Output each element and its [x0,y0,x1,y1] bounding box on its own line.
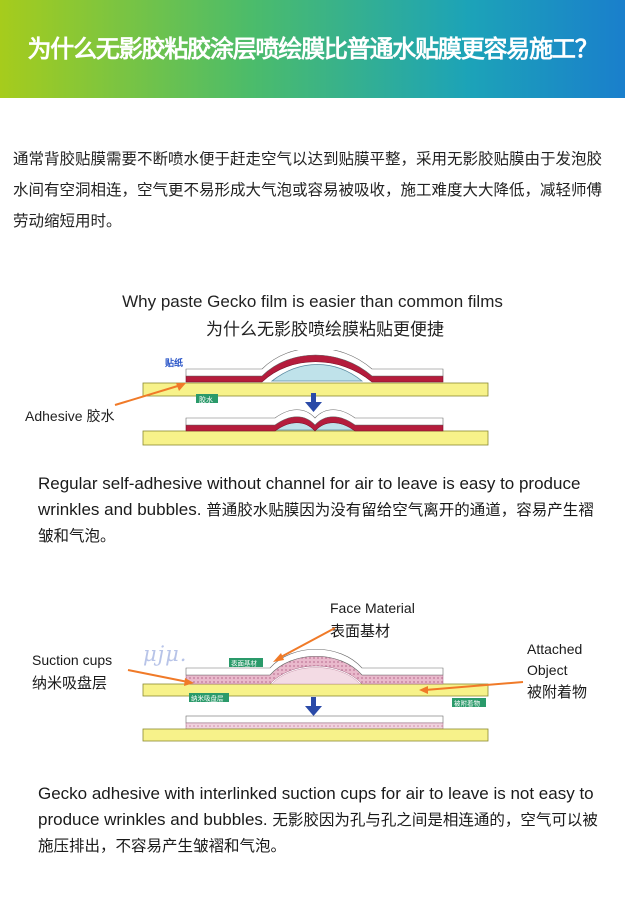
suction-cups-label-zh: 纳米吸盘层 [32,674,108,692]
figure1-caption: Regular self-adhesive without channel fo… [38,471,598,549]
bubble-top [271,667,361,685]
suction-pointer-arrow-icon [184,678,194,686]
face-material-label-en: Face Material [330,600,415,616]
adhesive-label: Adhesive 胶水 [25,408,115,424]
arrow-down-icon-1 [305,402,322,412]
tag-face-bg [229,658,263,667]
figure1-diagram: 贴纸 胶水 [114,350,489,446]
tag-suction: 纳米吸盘层 [191,694,224,703]
suction-cups-label-en: Suction cups [32,652,113,668]
sticker-face-bottom [185,409,444,426]
suction-layer-bottom [185,722,444,730]
figure1-title-en: Why paste Gecko film is easier than comm… [122,292,503,311]
attached-object-layer-bottom [142,728,489,742]
face-pointer-arrow-icon [273,653,284,662]
header-banner: 为什么无影胶粘胶涂层喷绘膜比普通水贴膜更容易施工？ [0,0,625,98]
face-layer-bottom [185,715,444,724]
face-layer-top [185,649,444,676]
attached-object-label-en-2: Object [527,662,568,678]
figure1-title-zh: 为什么无影胶喷绘膜粘贴更便捷 [206,320,444,340]
attached-object-label-zh: 被附着物 [527,683,588,701]
base-layer-bottom [142,430,489,446]
figure2-diagram: 表面基材 纳米吸盘层 被附着物 [127,627,524,742]
adhesive-pointer-arrow-icon [176,383,186,391]
figure2-caption-zh: 无影胶因为孔与孔之间是相连通的，空气可以被施压排出，不容易产生皱褶和气泡。 [38,811,598,855]
watermark-logo: μjμ. [143,642,188,666]
figure1-caption-en: Regular self-adhesive without channel fo… [38,474,581,519]
adhesive-pointer-line [114,384,182,406]
arrow-down-shaft-2 [311,697,316,706]
suction-pointer-line [127,669,189,683]
label-glue: 胶水 [199,395,213,404]
page-title: 为什么无影胶粘胶涂层喷绘膜比普通水贴膜更容易施工？ [27,35,599,63]
arrow-down-shaft-1 [311,393,316,402]
tag-suction-bg [189,693,229,702]
air-bubble-top [270,364,364,382]
figure2-caption: Gecko adhesive with interlinked suction … [38,781,608,859]
figure2-caption-en: Gecko adhesive with interlinked suction … [38,784,594,829]
attached-object-label-en-1: Attached [527,641,583,657]
intro-paragraph: 通常背胶贴膜需要不断喷水便于赶走空气以达到贴膜平整，采用无影胶贴膜由于发泡胶水间… [13,150,603,230]
tag-face: 表面基材 [231,659,258,668]
face-pointer-line [278,627,336,659]
tag-attached: 被附着物 [454,699,481,708]
tag-attached-bg [452,698,486,707]
attached-pointer-arrow-icon [419,686,428,694]
label-glue-bg [196,394,218,403]
face-material-label-zh: 表面基材 [330,622,391,640]
figure1-caption-zh: 普通胶水贴膜因为没有留给空气离开的通道，容易产生褶皱和气泡。 [38,501,594,545]
attached-pointer-line [424,681,524,691]
label-sticker: 贴纸 [165,357,183,369]
arrow-down-icon-2 [305,706,322,716]
